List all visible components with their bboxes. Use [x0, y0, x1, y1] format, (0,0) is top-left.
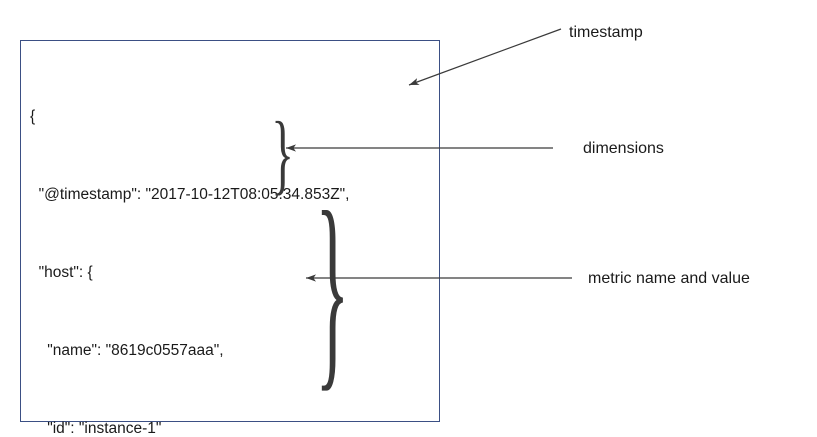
annotation-label-metric: metric name and value: [588, 270, 750, 287]
json-line-host-name: "name": "8619c0557aaa",: [30, 342, 224, 359]
json-line-host-open: "host": {: [30, 264, 93, 281]
json-line-host-id: "id": "instance-1": [30, 420, 162, 437]
annotation-label-timestamp: timestamp: [569, 24, 643, 41]
grouping-brace-dimensions: }: [271, 102, 294, 204]
json-line: {: [30, 108, 36, 125]
json-document-box: [20, 40, 440, 422]
json-line-timestamp: "@timestamp": "2017-10-12T08:05:34.853Z"…: [30, 186, 350, 203]
annotation-label-dimensions: dimensions: [583, 140, 664, 157]
json-document-text: { "@timestamp": "2017-10-12T08:05:34.853…: [30, 52, 430, 437]
grouping-brace-metric: }: [315, 167, 350, 410]
